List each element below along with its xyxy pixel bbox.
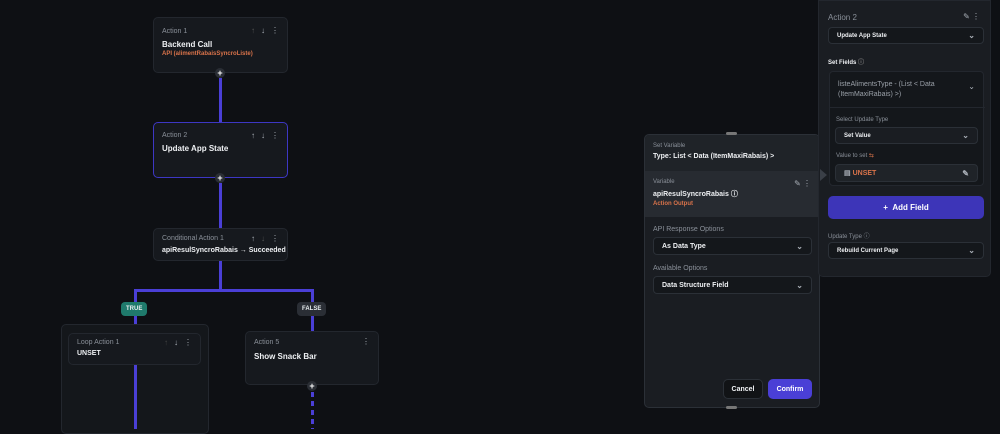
action-label: Action 1 [162,28,188,35]
move-down-icon[interactable]: ↓ [261,26,265,35]
action-card-update-app-state[interactable]: Action 2 ↑ ↓ ⋮ Update App State [153,122,288,178]
action-title: apiResulSyncroRabais → Succeeded [162,247,286,254]
table-icon: ▤ [844,170,851,177]
chevron-down-icon: ⌄ [968,31,975,40]
action-title: Backend Call [162,40,213,49]
action-label: Action 5 [254,339,280,346]
chevron-down-icon: ⌄ [796,241,803,251]
variable-section: Variable apiResulSyncroRabais ⓘ Action O… [645,171,819,217]
action-label: Loop Action 1 [77,339,120,346]
loop-action-card[interactable]: Loop Action 1 ↑ ↓ ⋮ UNSET [68,333,201,365]
info-icon: ⓘ [858,60,865,66]
available-options-label: Available Options [653,265,708,272]
available-options-dropdown[interactable]: Data Structure Field⌄ [653,276,812,294]
edit-icon[interactable]: ✎ [962,168,969,178]
loop-connector [134,364,137,429]
chevron-down-icon: ⌄ [796,280,803,290]
confirm-button[interactable]: Confirm [768,379,812,399]
action-card-backend-call[interactable]: Action 1 ↑ ↓ ⋮ Backend Call API (alimentRa… [153,17,288,73]
chevron-down-icon: ⌄ [962,131,969,140]
move-down-icon[interactable]: ↓ [261,131,265,140]
add-field-button[interactable]: + Add Field [828,196,984,219]
page-update-dropdown[interactable]: Rebuild Current Page⌄ [828,242,984,259]
move-up-icon[interactable]: ↑ [251,26,255,35]
conditional-action-card[interactable]: Conditional Action 1 ↑ ↓ ⋮ apiResulSyncroR… [153,228,288,261]
plus-icon: + [883,203,888,212]
branch-connector [134,289,314,292]
variable-name: apiResulSyncroRabais ⓘ [653,191,738,198]
move-down-icon[interactable]: ↓ [174,338,178,347]
value-to-set-label: Value to set ⇆ [836,153,874,159]
field-card: listeAlimentsType - (List < Data (ItemMa… [829,71,985,186]
edit-icon[interactable]: ✎ ⋮ [963,12,980,21]
variable-label: Variable [653,179,675,185]
set-variable-panel: Set Variable Type: List < Data (ItemMaxi… [644,134,820,408]
action-subtitle: API (alimentRabaisSyncroListe) [162,51,253,57]
action-label: Action 2 [162,132,188,139]
connector [219,261,222,292]
action-title: UNSET [77,350,101,357]
action-title: Update App State [162,144,229,153]
action-label: Action 2 [828,13,857,22]
chevron-down-icon[interactable]: ⌄ [968,82,975,91]
add-action-button[interactable]: + [215,68,225,78]
update-type-label: Select Update Type [836,117,889,123]
panel-header-label: Set Variable [653,143,686,149]
connector [219,183,222,229]
more-icon[interactable]: ⋮ [184,338,192,347]
action-card-show-snack-bar[interactable]: Action 5 ⋮ Show Snack Bar [245,331,379,385]
connector [219,78,222,124]
action-title: Show Snack Bar [254,352,317,361]
true-badge: TRUE [121,302,148,316]
info-icon: ⓘ [863,234,870,240]
false-badge: FALSE [297,302,327,316]
variable-type: Type: List < Data (ItemMaxiRabais) > [653,153,775,160]
chevron-down-icon: ⌄ [968,246,975,255]
update-type-dropdown[interactable]: Set Value⌄ [835,127,978,144]
more-icon[interactable]: ⋮ [271,131,279,140]
info-icon: ⓘ [730,191,738,198]
properties-panel: Action 2 ✎ ⋮ Update App State⌄ Set Field… [818,0,991,277]
dashed-connector [311,392,314,429]
api-response-dropdown[interactable]: As Data Type⌄ [653,237,812,255]
more-icon[interactable]: ⋮ [271,26,279,35]
more-icon[interactable]: ⋮ [362,337,370,346]
variable-icon: ⇆ [868,153,874,159]
add-action-button[interactable]: + [215,173,225,183]
value-input[interactable]: ▤ UNSET✎ [835,164,978,182]
field-name: listeAlimentsType - (List < Data (ItemMa… [838,81,935,98]
move-up-icon[interactable]: ↑ [164,338,168,347]
page-update-label: Update Type ⓘ [828,234,870,240]
add-action-button[interactable]: + [307,381,317,391]
action-type-dropdown[interactable]: Update App State⌄ [828,27,984,44]
set-fields-label: Set Fields ⓘ [828,60,865,66]
variable-source: Action Output [653,201,693,207]
more-icon[interactable]: ⋮ [271,234,279,243]
move-down-icon[interactable]: ↓ [261,234,265,243]
move-up-icon[interactable]: ↑ [251,131,255,140]
move-up-icon[interactable]: ↑ [251,234,255,243]
edit-icon[interactable]: ✎ ⋮ [794,179,811,188]
cancel-button[interactable]: Cancel [723,379,763,399]
drag-handle[interactable] [726,406,737,409]
api-response-label: API Response Options [653,226,724,233]
drag-handle[interactable] [726,132,737,135]
action-label: Conditional Action 1 [162,235,224,242]
pointer-arrow [820,169,827,181]
